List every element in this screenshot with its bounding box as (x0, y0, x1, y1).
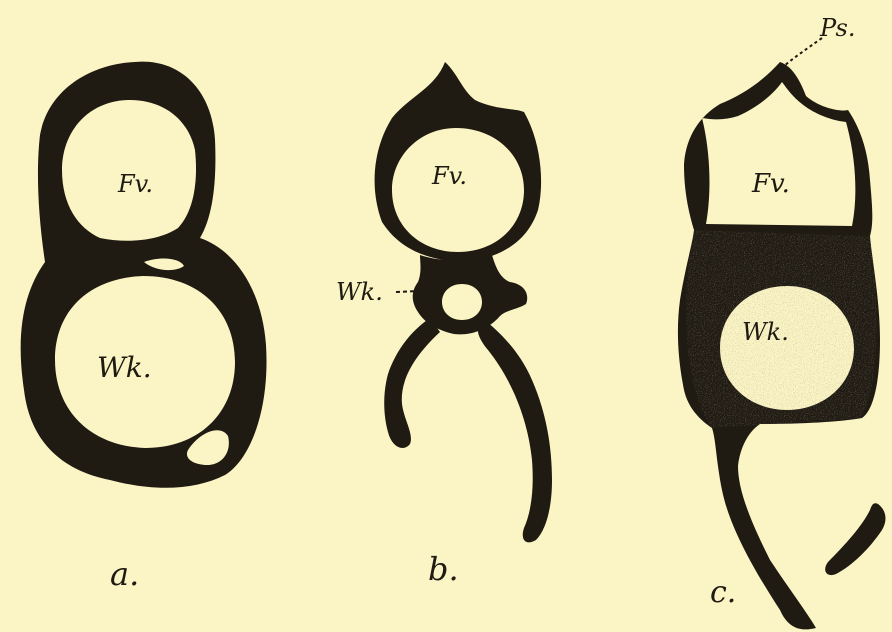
section-c-upper-label: Fv. (751, 169, 790, 199)
section-b-right-branch (478, 318, 552, 542)
section-c-lower-label: Wk. (742, 318, 789, 346)
section-b: Fv. Wk. b. (336, 62, 552, 588)
section-c: Fv. Wk. Ps. c. (678, 14, 886, 629)
section-a-caption: a. (110, 555, 139, 593)
section-a-outline (21, 62, 267, 488)
section-c-caption: c. (710, 575, 736, 610)
section-c-top-label: Ps. (819, 14, 855, 42)
section-b-upper-label: Fv. (431, 162, 467, 190)
section-c-pointer-line (784, 38, 822, 66)
section-a-lower-label: Wk. (97, 351, 152, 384)
section-b-left-branch (384, 318, 440, 448)
section-b-caption: b. (428, 550, 459, 588)
section-a-upper-label: Fv. (117, 170, 153, 198)
section-b-side-label: Wk. (336, 278, 383, 306)
section-a: Fv. Wk. a. (21, 62, 267, 593)
section-c-fragment (825, 503, 885, 575)
